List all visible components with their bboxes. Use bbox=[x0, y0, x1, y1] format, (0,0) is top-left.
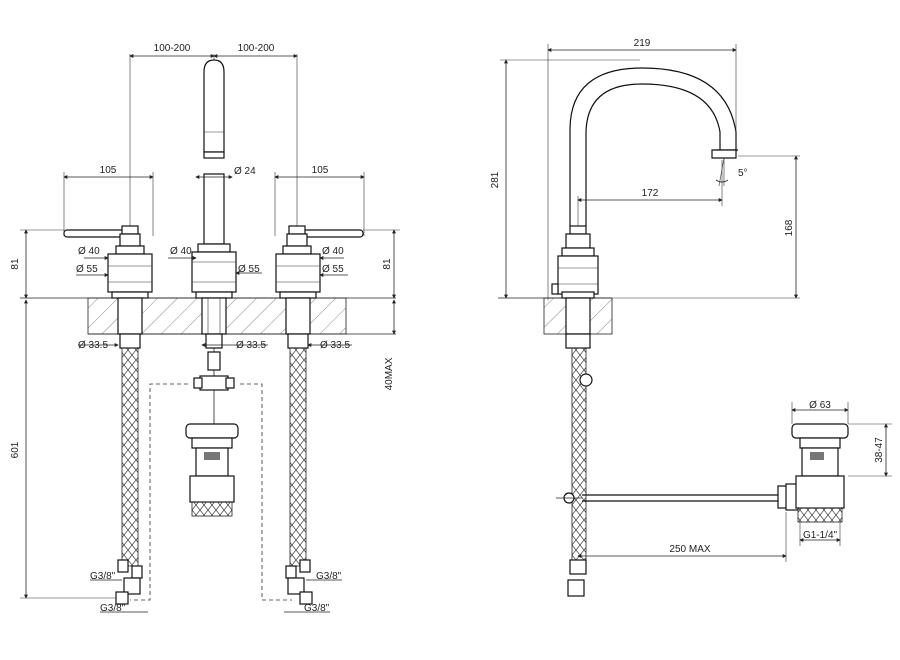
dim-hose-length: 601 bbox=[10, 441, 21, 458]
dim-angle: 5° bbox=[738, 168, 748, 179]
dim-spout-height: 168 bbox=[784, 219, 795, 236]
dim-dia55-left: Ø 55 bbox=[76, 264, 98, 275]
front-spout bbox=[203, 59, 225, 245]
side-view: 219 281 172 168 5° bbox=[490, 38, 892, 597]
thread-left-lower: G3/8" bbox=[100, 603, 126, 614]
thread-left-upper: G3/8" bbox=[90, 571, 116, 582]
dim-dia55-right: Ø 55 bbox=[322, 264, 344, 275]
side-supply-hose bbox=[567, 347, 593, 597]
thread-right-lower: G3/8" bbox=[304, 603, 330, 614]
dim-waste-height: 38-47 bbox=[874, 437, 885, 463]
dim-max-thickness: 40MAX bbox=[384, 357, 395, 390]
dim-lever-left: 105 bbox=[100, 165, 117, 176]
dim-dia40-center: Ø 40 bbox=[170, 246, 192, 257]
side-spout bbox=[569, 67, 738, 226]
side-waste-valve bbox=[791, 423, 849, 523]
dim-reach: 219 bbox=[634, 38, 651, 49]
front-right-handle bbox=[275, 225, 364, 349]
dim-dia55-center: Ø 55 bbox=[238, 264, 260, 275]
dim-height-right: 81 bbox=[382, 258, 393, 270]
dim-dia335-center: Ø 33.5 bbox=[236, 340, 266, 351]
dim-spacing-right: 100-200 bbox=[238, 43, 275, 54]
dim-rod-length: 250 MAX bbox=[669, 544, 710, 555]
dim-dia335-right: Ø 33.5 bbox=[320, 340, 350, 351]
front-waste-assembly bbox=[185, 348, 239, 517]
dim-waste-thread: G1-1/4" bbox=[803, 530, 838, 541]
side-waste-rod bbox=[556, 483, 799, 511]
right-supply-hose bbox=[285, 347, 313, 605]
thread-right-upper: G3/8" bbox=[316, 571, 342, 582]
left-supply-hose bbox=[115, 347, 143, 605]
side-body bbox=[551, 225, 599, 349]
dim-spout-dia: Ø 24 bbox=[234, 166, 256, 177]
dim-waste-dia: Ø 63 bbox=[809, 400, 831, 411]
dim-lever-right: 105 bbox=[312, 165, 329, 176]
dim-dia40-left: Ø 40 bbox=[78, 246, 100, 257]
dim-dia40-right: Ø 40 bbox=[322, 246, 344, 257]
dim-total-height: 281 bbox=[490, 171, 501, 188]
dim-inner-reach: 172 bbox=[642, 188, 659, 199]
dim-dia335-left: Ø 33.5 bbox=[78, 340, 108, 351]
front-view: 100-200 100-200 105 105 Ø 24 bbox=[10, 43, 400, 614]
dim-height-left: 81 bbox=[10, 258, 21, 270]
front-left-handle bbox=[63, 225, 153, 349]
dim-spacing-left: 100-200 bbox=[154, 43, 191, 54]
